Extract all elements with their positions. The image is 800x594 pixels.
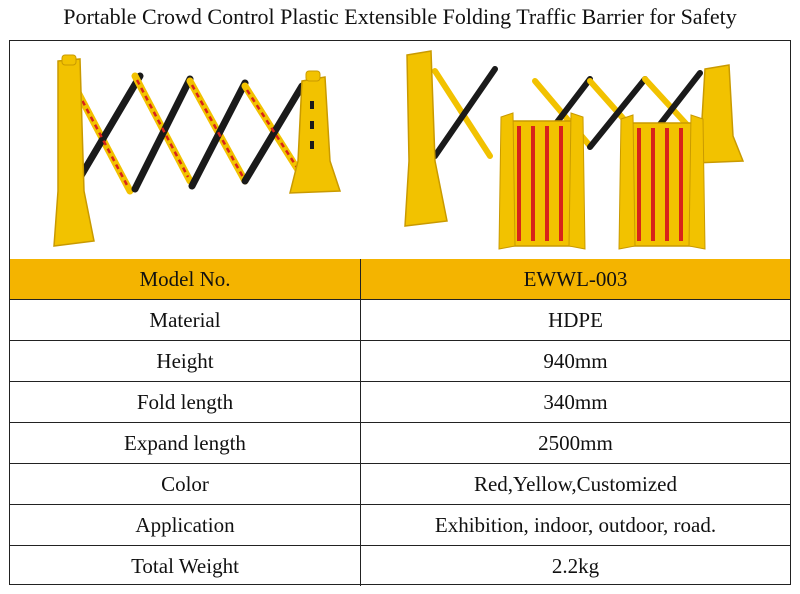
table-row: Fold length 340mm — [10, 381, 790, 423]
spec-label: Total Weight — [10, 545, 361, 586]
spec-value: Red,Yellow,Customized — [360, 463, 790, 505]
spec-value: 2500mm — [360, 422, 790, 464]
spec-header-value: EWWL-003 — [360, 259, 790, 300]
spec-label: Application — [10, 504, 361, 546]
spec-table: Model No. EWWL-003 Material HDPE Height … — [10, 259, 790, 586]
product-photos — [10, 41, 790, 260]
spec-value: 2.2kg — [360, 545, 790, 586]
table-row: Application Exhibition, indoor, outdoor,… — [10, 504, 790, 546]
table-row: Material HDPE — [10, 299, 790, 341]
spec-value: HDPE — [360, 299, 790, 341]
product-spec-sheet: Model No. EWWL-003 Material HDPE Height … — [9, 40, 791, 586]
table-row: Color Red,Yellow,Customized — [10, 463, 790, 505]
spec-label: Material — [10, 299, 361, 341]
page-title: Portable Crowd Control Plastic Extensibl… — [63, 4, 737, 29]
expanded-barrier-photo — [53, 54, 342, 247]
spec-label: Height — [10, 340, 361, 382]
table-row: Expand length 2500mm — [10, 422, 790, 464]
spec-header-label: Model No. — [10, 259, 361, 300]
spec-value: 340mm — [360, 381, 790, 423]
spec-label: Expand length — [10, 422, 361, 464]
table-row: Height 940mm — [10, 340, 790, 382]
spec-value: Exhibition, indoor, outdoor, road. — [360, 504, 790, 546]
spec-value: 940mm — [360, 340, 790, 382]
table-row: Total Weight 2.2kg — [10, 545, 790, 586]
spec-label: Color — [10, 463, 361, 505]
spec-header-row: Model No. EWWL-003 — [10, 259, 790, 300]
folded-and-expanded-barrier-photo — [404, 50, 745, 250]
spec-label: Fold length — [10, 381, 361, 423]
